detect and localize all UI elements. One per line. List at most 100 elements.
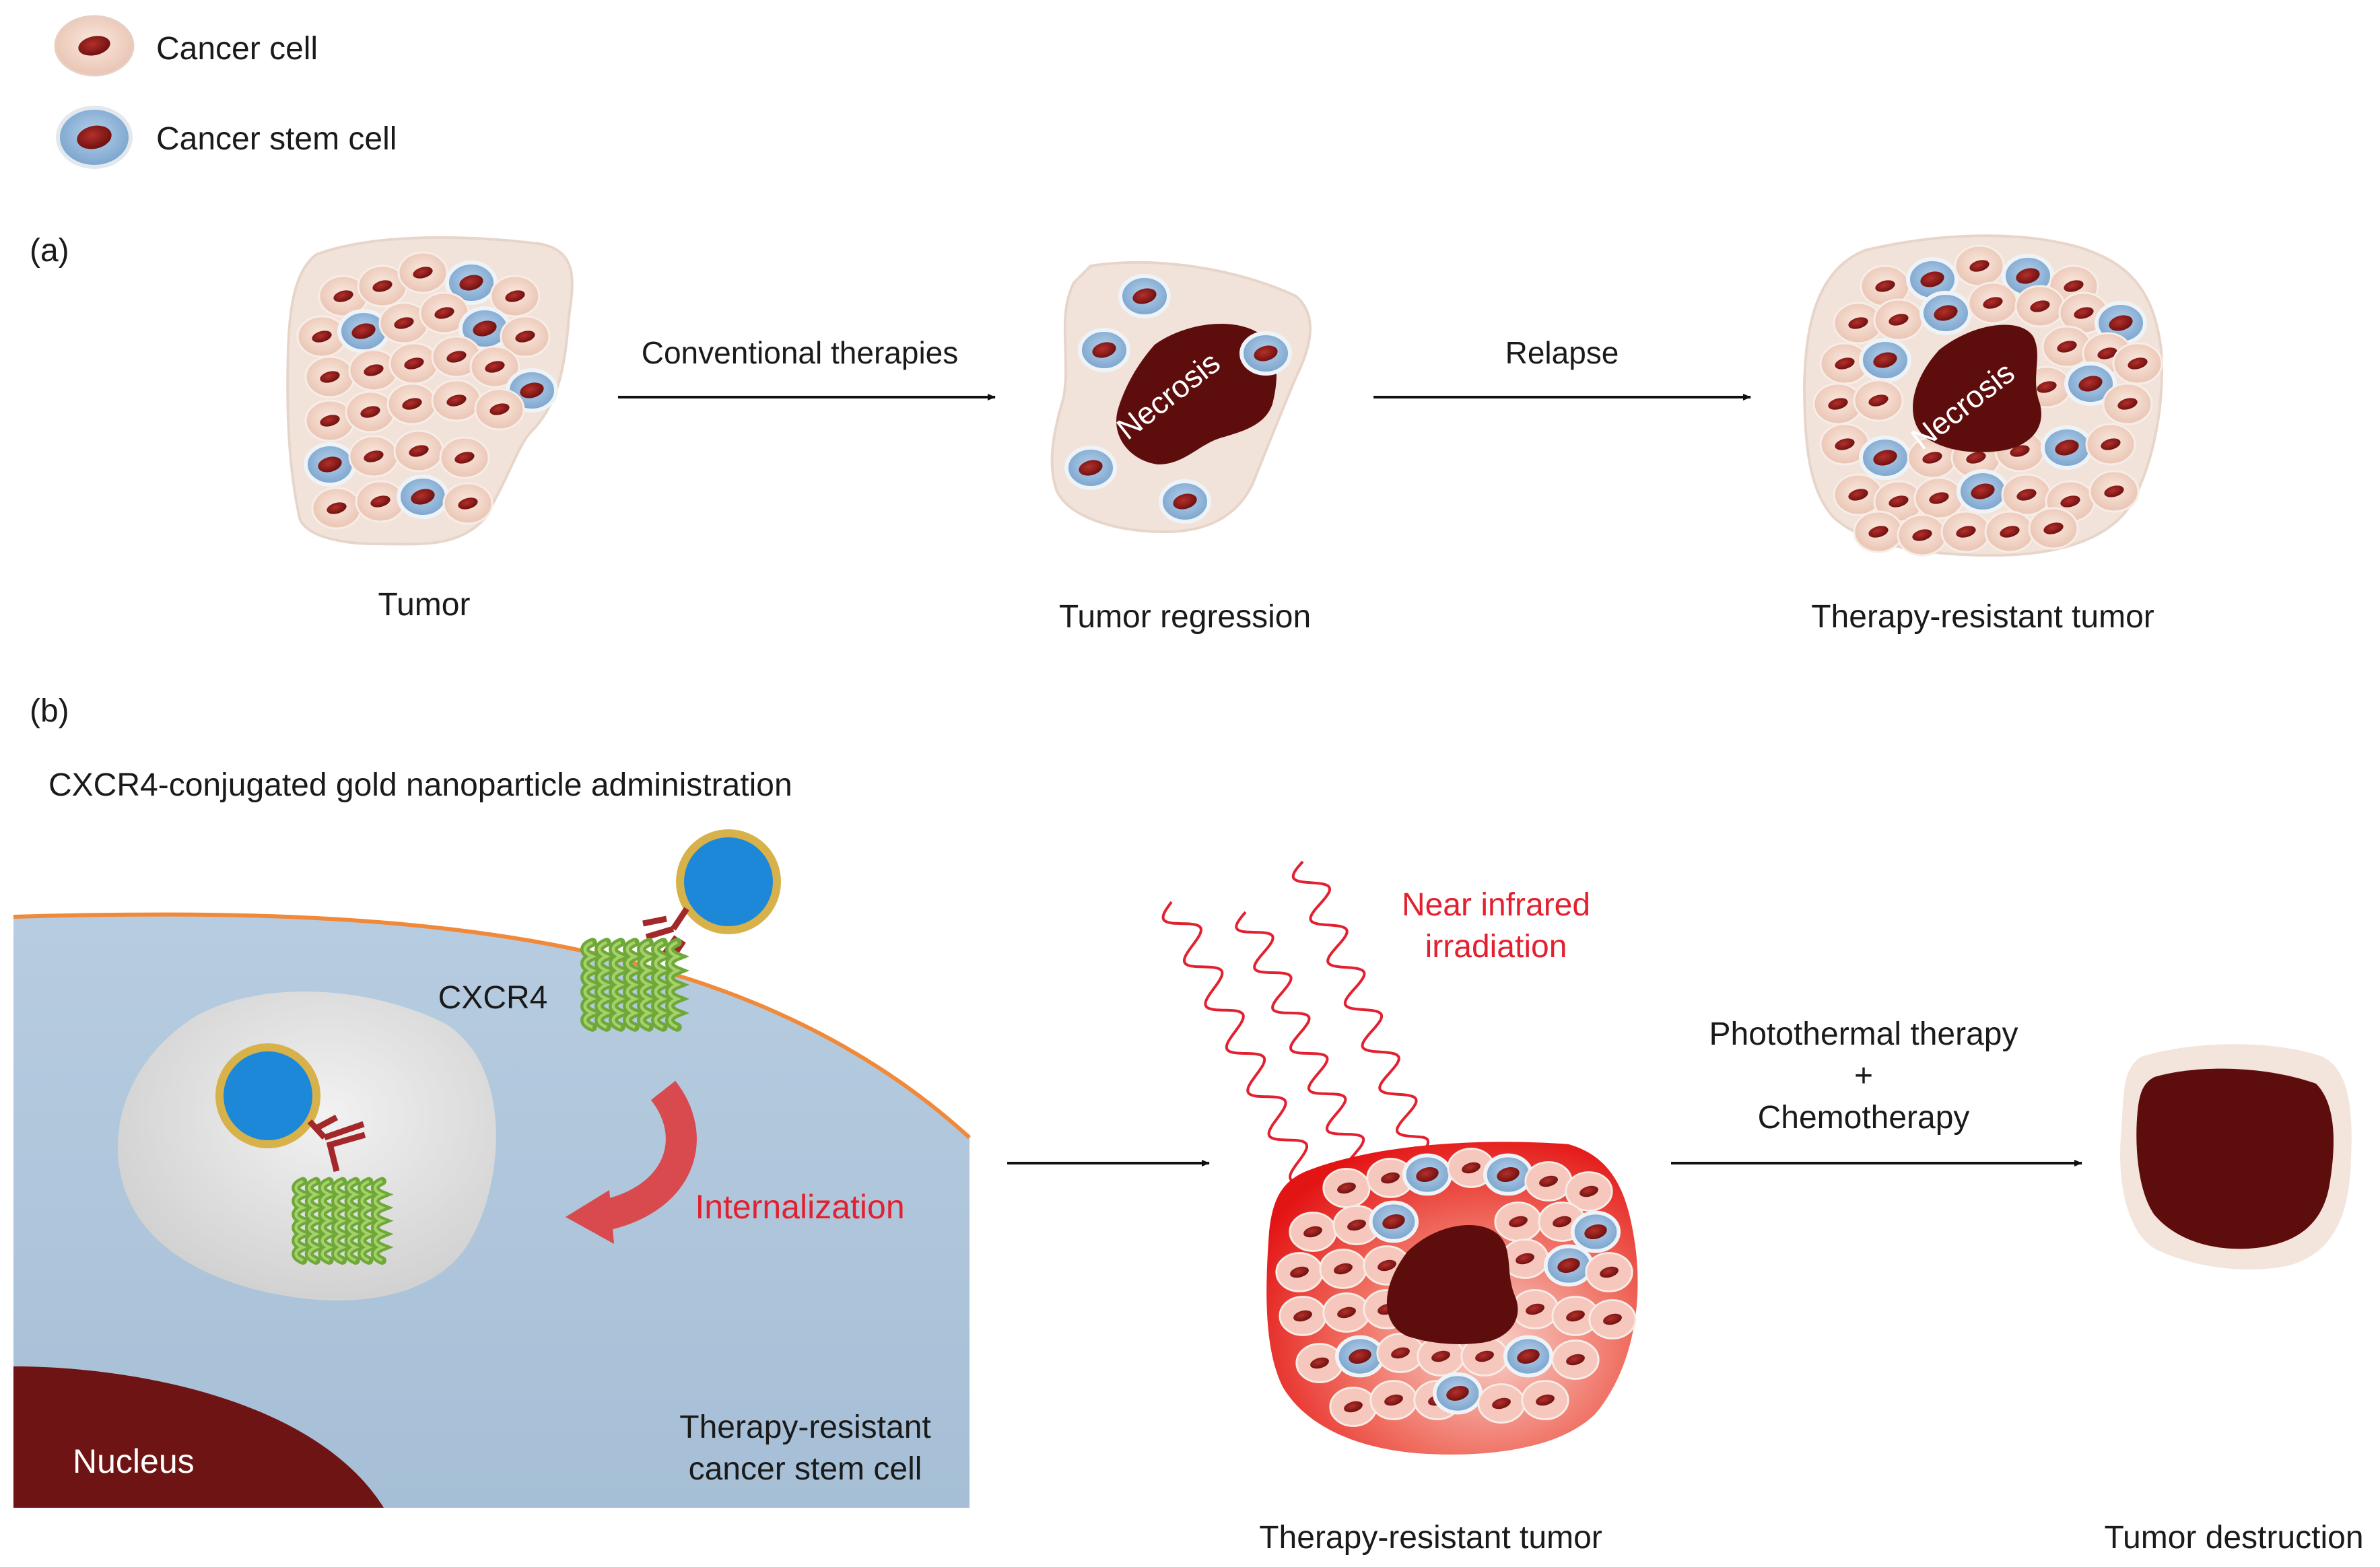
irradiated-necrosis bbox=[1386, 1225, 1518, 1344]
nir-label-line1: Near infrared bbox=[1402, 887, 1590, 923]
stem-cell bbox=[1570, 1210, 1621, 1253]
nucleus-shape bbox=[13, 1366, 384, 1508]
cancer-cell bbox=[1833, 473, 1884, 516]
cancer-cell bbox=[304, 355, 355, 398]
cancer-cell bbox=[1967, 281, 2018, 324]
panel-a-label: (a) bbox=[30, 233, 69, 269]
cancer-cell bbox=[1551, 1296, 1600, 1336]
step-resistant-label: Therapy-resistant tumor bbox=[1811, 599, 2154, 635]
cancer-cell bbox=[439, 436, 490, 479]
cancer-cell bbox=[1289, 1212, 1337, 1252]
cancer-cell bbox=[1897, 514, 1948, 557]
cancer-cell bbox=[1319, 1249, 1367, 1289]
cancer-cell bbox=[2112, 342, 2163, 385]
cancer-cell bbox=[345, 390, 396, 433]
cancer-cell bbox=[1494, 1202, 1542, 1242]
cell-label-line1: Therapy-resistant bbox=[679, 1409, 930, 1445]
stem-cell bbox=[304, 442, 356, 487]
cancer-cell bbox=[311, 487, 362, 530]
internalization-arrow-head bbox=[566, 1190, 614, 1244]
nir-waves bbox=[1161, 860, 1430, 1208]
surface-nanoparticle bbox=[642, 829, 781, 963]
internalization-arrow-shaft bbox=[602, 1080, 697, 1230]
legend: Cancer cell Cancer stem cell bbox=[54, 15, 397, 169]
destroyed-tumor-core bbox=[2136, 1068, 2334, 1249]
stem-cell bbox=[1859, 436, 1911, 480]
cancer-cell bbox=[393, 429, 444, 473]
stem-cell bbox=[1368, 1200, 1419, 1243]
cancer-cell bbox=[1511, 1289, 1559, 1329]
cancer-cell bbox=[1524, 1161, 1573, 1202]
tumor-irradiated bbox=[1266, 1142, 1638, 1455]
cancer-cell bbox=[419, 291, 470, 335]
cancer-cell bbox=[1873, 298, 1924, 341]
stem-cell bbox=[1543, 1244, 1594, 1287]
stem-cell bbox=[1432, 1372, 1483, 1415]
destruction-label: Tumor destruction bbox=[2104, 1520, 2363, 1556]
irradiated-tumor-label: Therapy-resistant tumor bbox=[1259, 1520, 1602, 1556]
cancer-cell bbox=[1588, 1299, 1637, 1339]
stem-cell bbox=[1957, 469, 2009, 514]
cancer-cell bbox=[1376, 1333, 1425, 1373]
cancer-cell bbox=[2014, 285, 2066, 328]
tumor-initial-cells bbox=[296, 251, 558, 530]
stem-cell bbox=[2064, 361, 2117, 406]
nir-label-line2: irradiation bbox=[1425, 929, 1567, 965]
cell-membrane bbox=[13, 912, 972, 1140]
nucleus-label: Nucleus bbox=[73, 1442, 195, 1480]
internalized-nanoparticle bbox=[215, 1043, 394, 1265]
cancer-cell bbox=[2085, 423, 2136, 466]
cancer-cell bbox=[1585, 1252, 1633, 1292]
cancer-cell bbox=[1332, 1205, 1381, 1245]
cancer-cell bbox=[2088, 470, 2140, 513]
regression-stem-cells bbox=[1064, 274, 1292, 524]
therapy-label-line2: Chemotherapy bbox=[1758, 1100, 1970, 1136]
panel-b-title: CXCR4-conjugated gold nanoparticle admin… bbox=[48, 767, 792, 803]
cancer-cell bbox=[1940, 510, 1992, 553]
surface-cxcr4-receptor bbox=[580, 938, 690, 1032]
cancer-cell bbox=[397, 251, 448, 294]
therapy-label-line1: Photothermal therapy bbox=[1709, 1016, 2018, 1052]
step-regression-label: Tumor regression bbox=[1059, 599, 1311, 635]
cxcr4-label: CXCR4 bbox=[438, 980, 548, 1016]
legend-cancer-cell-label: Cancer cell bbox=[156, 31, 318, 67]
legend-cancer-cell-icon bbox=[54, 15, 135, 77]
cancer-cell bbox=[431, 335, 482, 378]
cancer-cell bbox=[500, 315, 551, 358]
cancer-cell bbox=[1322, 1168, 1371, 1208]
cancer-cell bbox=[318, 275, 369, 318]
irradiated-tumor-cells bbox=[1275, 1148, 1637, 1427]
cancer-cell bbox=[469, 345, 520, 388]
stem-cell bbox=[1078, 328, 1130, 372]
internalization-label: Internalization bbox=[695, 1188, 904, 1226]
therapy-label-plus: + bbox=[1854, 1058, 1873, 1094]
stem-cell bbox=[1503, 1335, 1554, 1378]
step-tumor-label: Tumor bbox=[378, 587, 471, 623]
cancer-cell bbox=[1551, 1339, 1600, 1380]
stem-cell bbox=[1402, 1153, 1453, 1196]
cancer-cell bbox=[1853, 510, 1904, 553]
legend-stem-cell-icon bbox=[56, 106, 133, 169]
stem-cell bbox=[1919, 291, 1972, 335]
cancer-cell bbox=[1477, 1383, 1526, 1424]
legend-stem-cell-label: Cancer stem cell bbox=[156, 121, 397, 157]
stem-cell bbox=[2002, 254, 2054, 298]
tumor-initial bbox=[286, 236, 574, 546]
cancer-cell bbox=[489, 275, 541, 318]
stem-cell bbox=[1334, 1335, 1386, 1378]
cancer-cell bbox=[1565, 1171, 1613, 1212]
endosome bbox=[117, 991, 496, 1301]
stem-cell bbox=[397, 475, 449, 519]
tumor-destroyed bbox=[2120, 1044, 2352, 1269]
panel-b-label: (b) bbox=[30, 693, 69, 729]
arrow-conventional-label: Conventional therapies bbox=[642, 335, 959, 370]
nir-wave bbox=[1291, 860, 1430, 1160]
nir-wave bbox=[1235, 911, 1365, 1177]
stem-cell bbox=[445, 260, 498, 305]
cancer-cell bbox=[1954, 244, 2005, 287]
necrosis-area-regression bbox=[1116, 323, 1277, 464]
cancer-cell bbox=[1322, 1292, 1371, 1333]
cancer-cell bbox=[1275, 1252, 1324, 1292]
cancer-cell bbox=[1521, 1380, 1569, 1420]
